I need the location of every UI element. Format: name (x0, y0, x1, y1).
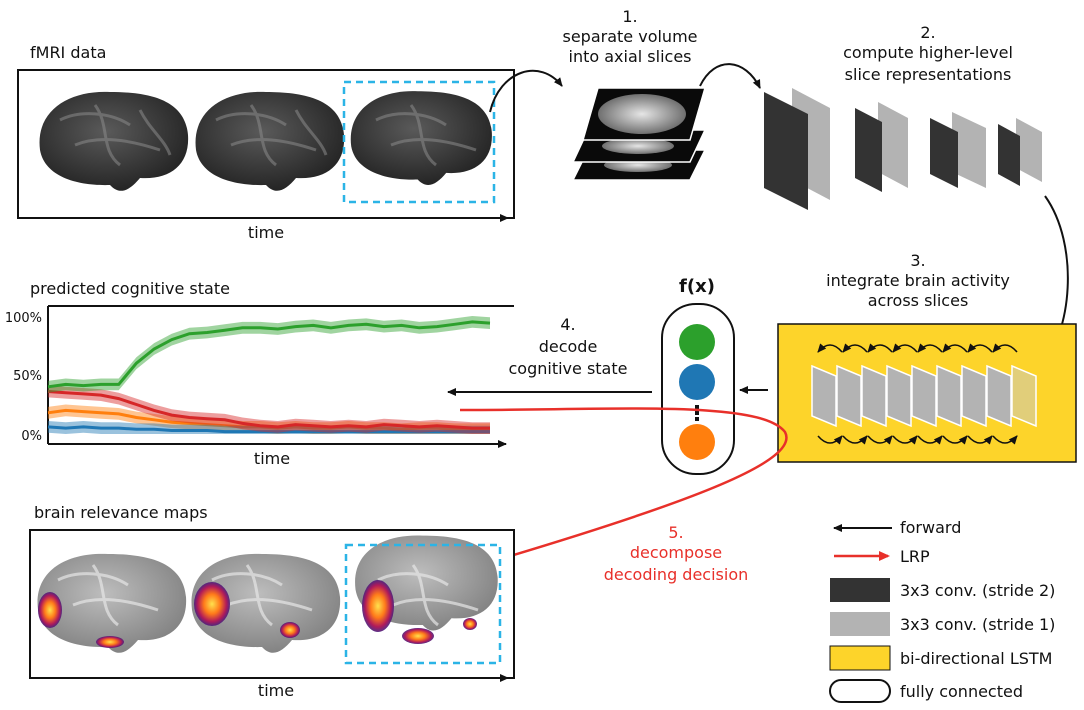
lstm-slice (986, 364, 1012, 428)
step5-line2: decoding decision (604, 565, 749, 584)
lstm-backward-arrow (892, 343, 918, 353)
lstm-backward-arrow (917, 343, 943, 353)
legend-lstm-label: bi-directional LSTM (900, 649, 1052, 668)
legend-conv1-swatch (830, 612, 890, 636)
lstm-slice (836, 364, 862, 428)
lstm-slices (811, 343, 1037, 445)
series-line-blue (47, 425, 490, 434)
lstm-slice (1011, 364, 1037, 428)
step1-line1: separate volume (563, 27, 698, 46)
lstm-slice (936, 364, 962, 428)
fc-label: f(x) (679, 276, 715, 297)
fmri-highlight-box (342, 80, 496, 204)
ytick-50: 50% (13, 369, 42, 384)
series-band-red (48, 385, 490, 434)
lstm-backward-arrow (967, 343, 993, 353)
relevance-brain-2 (191, 553, 341, 653)
series-line-green (47, 320, 491, 389)
relevance-brain-3 (355, 535, 498, 644)
ytick-100: 100% (5, 311, 42, 326)
lstm-slice (886, 364, 912, 428)
step2-line2: slice representations (845, 65, 1012, 84)
step4-number: 4. (560, 315, 575, 334)
legend-conv2-label: 3x3 conv. (stride 2) (900, 581, 1055, 600)
legend-conv2-swatch (830, 578, 890, 602)
relevance-brain-1 (37, 553, 187, 653)
step3-line1: integrate brain activity (826, 271, 1010, 290)
lstm-backward-arrow (817, 343, 843, 353)
legend-fc-label: fully connected (900, 682, 1023, 701)
conv-layers (764, 88, 1042, 210)
fc-ellipsis (695, 405, 699, 421)
legend-conv1-label: 3x3 conv. (stride 1) (900, 615, 1055, 634)
legend-lstm-swatch (829, 645, 891, 671)
legend-forward-label: forward (900, 518, 961, 537)
ytick-0: 0% (21, 429, 42, 444)
axial-slice-stack (571, 87, 707, 181)
lstm-slice (961, 364, 987, 428)
step3-line2: across slices (868, 291, 969, 310)
relevance-time-label: time (258, 681, 294, 700)
lstm-forward-arrow (917, 435, 943, 445)
step1-number: 1. (622, 7, 637, 26)
step1-line2: into axial slices (569, 47, 692, 66)
step2-line1: compute higher-level (843, 43, 1013, 62)
step5-line1: decompose (630, 543, 722, 562)
arrow-to-slices (489, 69, 563, 113)
predicted-title: predicted cognitive state (30, 279, 230, 298)
legend-fc-swatch (829, 679, 891, 703)
lstm-slice (861, 364, 887, 428)
fc-node-green (679, 324, 715, 360)
fc-node-orange (679, 424, 715, 460)
relevance-highlight-box (344, 543, 502, 665)
lstm-slice (911, 364, 937, 428)
lstm-forward-arrow (867, 435, 893, 445)
lstm-backward-arrow (842, 343, 868, 353)
series-line-red (47, 390, 490, 430)
prediction-chart (47, 305, 514, 448)
fmri-brain-1 (39, 91, 189, 191)
step4-line2: cognitive state (509, 359, 628, 378)
legend: forward LRP 3x3 conv. (stride 2) 3x3 con… (829, 518, 1055, 703)
legend-lrp-label: LRP (900, 547, 930, 566)
fmri-brain-2 (195, 91, 345, 191)
lstm-backward-arrow (992, 343, 1018, 353)
lstm-forward-arrow (967, 435, 993, 445)
lstm-forward-arrow (842, 435, 868, 445)
fmri-brain-3 (350, 91, 492, 186)
fmri-title: fMRI data (30, 43, 106, 62)
lstm-forward-arrow (817, 435, 843, 445)
lstm-slice (811, 364, 837, 428)
step5-number: 5. (668, 523, 683, 542)
lstm-backward-arrow (942, 343, 968, 353)
fmri-time-label: time (248, 223, 284, 242)
lstm-forward-arrow (892, 435, 918, 445)
step4-line1: decode (539, 337, 598, 356)
arrow-to-conv (699, 63, 761, 89)
step3-number: 3. (910, 251, 925, 270)
lstm-forward-arrow (992, 435, 1018, 445)
lstm-backward-arrow (867, 343, 893, 353)
lstm-forward-arrow (942, 435, 968, 445)
relevance-title: brain relevance maps (34, 503, 208, 522)
fc-node-blue (679, 364, 715, 400)
lrp-arrow (459, 407, 788, 568)
chart-time-label: time (254, 449, 290, 468)
step2-number: 2. (920, 23, 935, 42)
